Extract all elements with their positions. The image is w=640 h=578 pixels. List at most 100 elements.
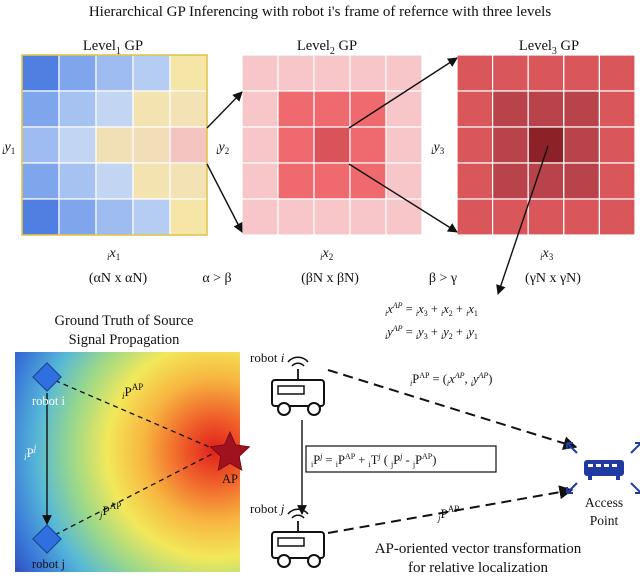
access-point-label-line1: Access [585, 495, 623, 510]
level2-cell [385, 126, 423, 164]
level1-cell [95, 198, 134, 236]
equation-x-ap: ixAP = ix3 + ix2 + ix1 [385, 301, 478, 318]
level1-gp-grid [21, 54, 208, 236]
ground-truth-title-line2: Signal Propagation [69, 332, 181, 348]
level1-cell [132, 126, 171, 164]
level3-cell [492, 90, 529, 128]
level2-cell [277, 126, 315, 164]
dashed-robot-i-to-access-point [327, 369, 578, 450]
level1-cell [169, 162, 208, 200]
level3-cell [492, 54, 529, 92]
level2-cell [349, 198, 387, 236]
robot-i-ap-vector-label: iPAP = (ixAP, iyAP) [410, 371, 492, 388]
level1-cell [95, 90, 134, 128]
level2-title: Level2 GP [297, 38, 357, 57]
level2-cell [277, 90, 315, 128]
level1-cell [21, 90, 60, 128]
level3-cell [527, 126, 565, 164]
robot-i-icon [271, 356, 325, 416]
level2-cell [277, 162, 315, 200]
level1-cell [58, 54, 97, 92]
level2-x-axis-label: ix2 [320, 246, 333, 262]
level2-cell [241, 198, 279, 236]
level3-cell [456, 198, 494, 236]
level2-cell [313, 162, 351, 200]
gt-robot-i-label: robot i [32, 394, 66, 408]
level2-size-label: (βN x βN) [301, 271, 359, 286]
dashed-robot-j-to-ap [46, 452, 215, 540]
dashed-robot-j-to-access-point [327, 485, 574, 534]
level1-cell [132, 162, 171, 200]
level1-cell [169, 126, 208, 164]
level2-y-axis-label: iy2 [216, 140, 229, 156]
caption-line1: AP-oriented vector transformation [375, 541, 582, 557]
level3-cell [527, 90, 565, 128]
level1-grid-border [21, 54, 208, 236]
level2-cell [349, 90, 387, 128]
robot-j-icon [271, 508, 325, 568]
level2-cell [241, 162, 279, 200]
robot-i-label: robot i [250, 350, 285, 365]
level3-cell [563, 126, 600, 164]
level3-title: Level3 GP [519, 38, 579, 57]
level1-y-axis-label: iy1 [2, 140, 15, 156]
level2-cell [385, 90, 423, 128]
gt-vector-jpap-label: jPAP [99, 501, 121, 520]
level3-cell [563, 54, 600, 92]
dashed-robot-i-to-ap [46, 376, 215, 450]
router-icon [566, 442, 640, 494]
level1-cell [169, 198, 208, 236]
level3-cell [598, 198, 636, 236]
level1-cell [95, 126, 134, 164]
level3-y-axis-label: iy3 [431, 140, 445, 156]
level3-cell [492, 162, 529, 200]
ground-truth-title-line1: Ground Truth of Source [55, 313, 194, 329]
level2-cell [241, 90, 279, 128]
level1-cell [21, 126, 60, 164]
level2-cell [313, 54, 351, 92]
level3-cell [456, 54, 494, 92]
relation-alpha-beta: α > β [202, 271, 231, 286]
level1-cell [58, 198, 97, 236]
level1-cell [58, 162, 97, 200]
transform-equation: iPj = iPAP + iTj ( jPj - jPAP) [311, 452, 436, 469]
robot-j-ap-vector-label: jPAP [437, 504, 459, 523]
level1-cell [169, 90, 208, 128]
level3-cell [527, 198, 565, 236]
equation-y-ap: iyAP = iy3 + iy2 + iy1 [385, 324, 478, 341]
level1-size-label: (αN x αN) [89, 271, 148, 286]
level3-cell [456, 162, 494, 200]
level1-cell [132, 198, 171, 236]
level3-cell [598, 54, 636, 92]
level2-cell [241, 126, 279, 164]
level1-cell [169, 54, 208, 92]
level1-cell [132, 54, 171, 92]
level3-cell [492, 198, 529, 236]
level1-cell [21, 54, 60, 92]
zoom-arrow-1-bottom [206, 163, 243, 233]
level1-cell [58, 126, 97, 164]
level3-cell [527, 162, 565, 200]
zoom-arrow-2-bottom [348, 163, 458, 233]
level1-cell [95, 54, 134, 92]
level1-title: Level1 GP [83, 38, 143, 57]
level3-cell [598, 162, 636, 200]
level2-cell [313, 90, 351, 128]
level3-cell [563, 162, 600, 200]
level3-cell [527, 54, 565, 92]
level2-cell [277, 54, 315, 92]
robot-j-label: robot j [250, 501, 285, 516]
level1-cell [132, 90, 171, 128]
level1-cell [21, 162, 60, 200]
level1-cell [58, 90, 97, 128]
level2-cell [349, 54, 387, 92]
level3-cell [456, 90, 494, 128]
access-point-star-icon [209, 430, 251, 471]
level2-cell [385, 162, 423, 200]
level3-cell [563, 90, 600, 128]
robot-j-marker [32, 524, 62, 554]
level3-cell [456, 126, 494, 164]
caption-line2: for relative localization [408, 560, 548, 576]
transform-equation-box [305, 445, 497, 473]
